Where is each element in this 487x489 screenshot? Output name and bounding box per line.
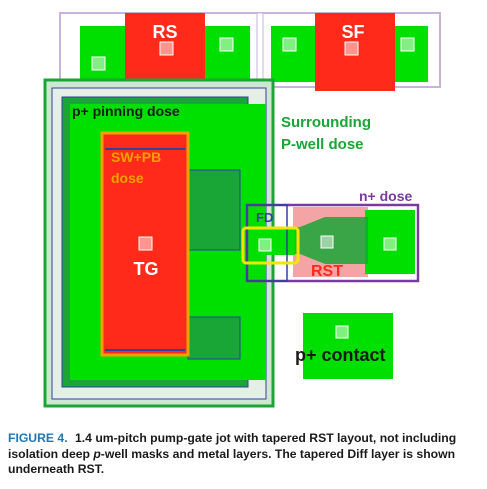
pcontact-region: p+ contact	[295, 313, 393, 379]
rst-contact	[320, 235, 334, 249]
caption-text-part1: 1.4 um-pitch pump-gate jot with tapered …	[8, 431, 457, 461]
tg-contact	[138, 236, 153, 251]
pcontact-contact	[335, 325, 349, 339]
contact	[400, 37, 415, 52]
sf-label: SF	[341, 22, 364, 42]
surrounding-label-line1: Surrounding	[281, 114, 371, 131]
figure-number: FIGURE 4.	[8, 431, 68, 445]
fd-contact	[258, 238, 272, 252]
diff-notch-top	[187, 169, 241, 251]
rst-label: RST	[311, 263, 343, 280]
swpb-label-line1: SW+PB	[111, 149, 161, 165]
rs-label: RS	[152, 22, 177, 42]
contact	[219, 37, 234, 52]
fd-outline	[246, 204, 288, 282]
rs-diff-right	[200, 26, 250, 82]
figure-caption: FIGURE 4. 1.4 um-pitch pump-gate jot wit…	[8, 431, 478, 478]
fd-highlight	[241, 226, 300, 265]
sf-diff-left	[271, 26, 321, 82]
surrounding-label-line2: P-well dose	[281, 136, 364, 153]
top-row-contacts	[91, 37, 415, 71]
tg-label: TG	[134, 259, 159, 279]
rs-sf-row: RS SF	[59, 12, 441, 91]
swpb-label-line2: dose	[111, 170, 144, 186]
ndose-contact	[383, 237, 397, 251]
contact	[282, 37, 297, 52]
ndose-label: n+ dose	[359, 188, 413, 204]
rs-diff-left	[80, 26, 130, 82]
contact	[159, 41, 174, 56]
layout-diagram: RS SF p+ pinning dose SW+PB dose TG Surr…	[43, 12, 441, 408]
pixel-region: p+ pinning dose SW+PB dose TG	[43, 78, 275, 408]
pcontact-label: p+ contact	[295, 345, 386, 365]
caption-italic: p	[93, 446, 101, 461]
contact	[344, 41, 359, 56]
diff-notch-bottom	[187, 316, 241, 360]
pinning-dose-label: p+ pinning dose	[72, 103, 180, 119]
pcontact-diff	[303, 313, 393, 379]
rst-region: FD n+ dose RST	[241, 188, 420, 283]
top-row-divider	[256, 12, 264, 88]
caption-text-part2: -well masks and metal layers. The tapere…	[8, 446, 456, 477]
sf-diff-right	[390, 26, 428, 82]
fd-label: FD	[256, 210, 273, 225]
contact	[91, 56, 106, 71]
